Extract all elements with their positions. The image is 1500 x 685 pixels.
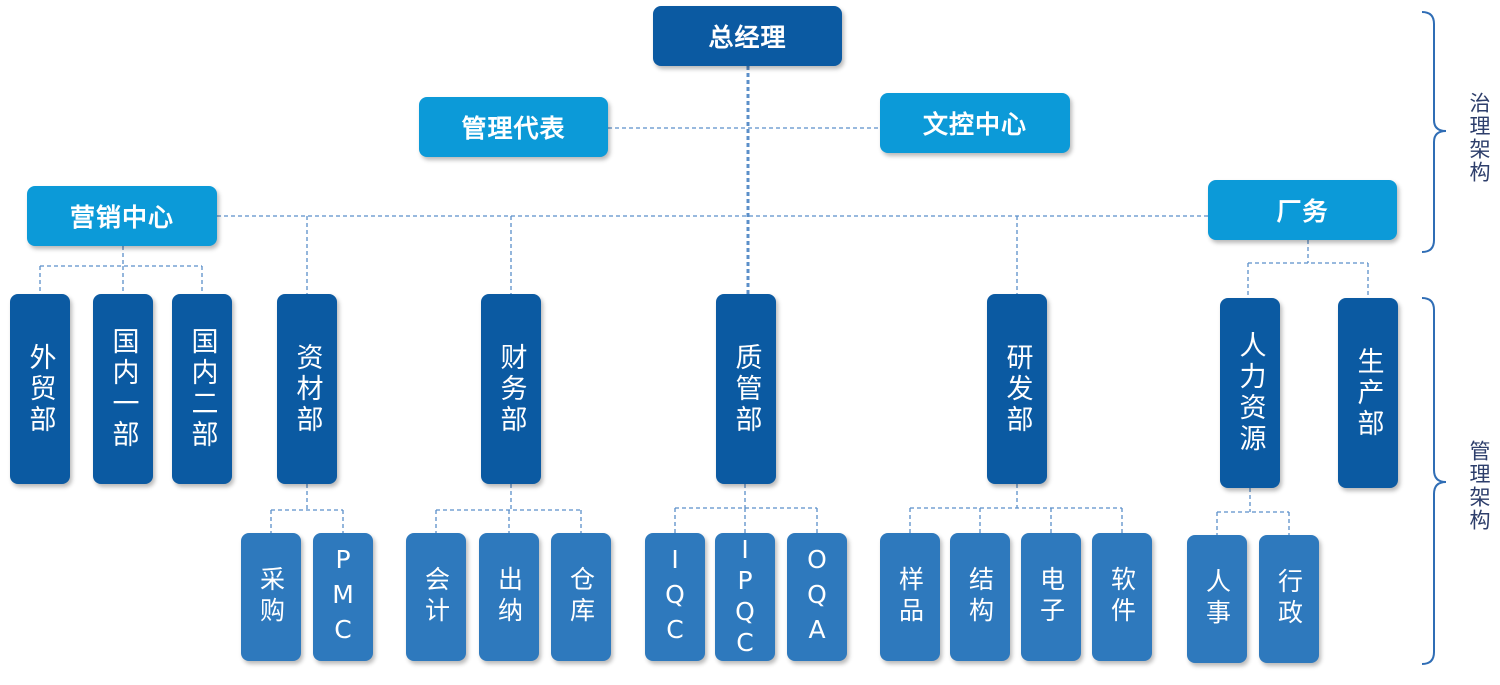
governance-structure-label: 治理架构	[1467, 92, 1491, 184]
domestic-dept-1-box: 国内一部	[93, 294, 153, 484]
marketing-center-box: 营销中心	[27, 186, 217, 246]
general-manager-box: 总经理	[653, 6, 842, 66]
quality-dept-box: 质管部	[716, 294, 776, 484]
ipqc-label: IPQC	[730, 535, 760, 659]
iqc-label: IQC	[660, 544, 690, 650]
factory-affairs-label: 厂务	[1276, 197, 1329, 226]
hr-dept-label: 人力资源	[1234, 331, 1266, 455]
domestic-dept-2-box: 国内二部	[172, 294, 232, 484]
software-label: 软件	[1107, 566, 1137, 628]
iqc-box: IQC	[645, 533, 705, 661]
management-bracket	[1421, 297, 1447, 665]
structure-label: 结构	[965, 566, 995, 628]
management-structure-label: 管理架构	[1467, 440, 1491, 532]
sample-label: 样品	[895, 566, 925, 628]
electronics-box: 电子	[1021, 533, 1081, 661]
document-control-label: 文控中心	[922, 110, 1027, 139]
foreign-trade-dept-label: 外贸部	[24, 342, 56, 436]
oqa-box: OQA	[787, 533, 847, 661]
production-dept-label: 生产部	[1352, 346, 1384, 440]
purchasing-box: 采购	[241, 533, 301, 661]
finance-dept-box: 财务部	[481, 294, 541, 484]
materials-dept-box: 资材部	[277, 294, 337, 484]
materials-dept-label: 资材部	[291, 342, 323, 436]
warehouse-label: 仓库	[566, 566, 596, 628]
sample-box: 样品	[880, 533, 940, 661]
governance-bracket	[1421, 11, 1447, 253]
purchasing-label: 采购	[256, 566, 286, 628]
personnel-box: 人事	[1187, 535, 1247, 663]
management-rep-box: 管理代表	[419, 97, 608, 157]
document-control-box: 文控中心	[880, 93, 1070, 153]
accounting-box: 会计	[406, 533, 466, 661]
domestic-dept-2-label: 国内二部	[186, 327, 218, 451]
finance-dept-label: 财务部	[495, 342, 527, 436]
oqa-label: OQA	[802, 544, 832, 650]
marketing-center-label: 营销中心	[69, 203, 174, 232]
structure-box: 结构	[950, 533, 1010, 661]
quality-dept-label: 质管部	[730, 342, 762, 436]
hr-dept-box: 人力资源	[1220, 298, 1280, 488]
general-manager-label: 总经理	[708, 23, 787, 52]
cashier-box: 出纳	[479, 533, 539, 661]
rnd-dept-label: 研发部	[1001, 342, 1033, 436]
administration-label: 行政	[1274, 568, 1304, 630]
personnel-label: 人事	[1202, 568, 1232, 630]
electronics-label: 电子	[1036, 566, 1066, 628]
production-dept-box: 生产部	[1338, 298, 1398, 488]
cashier-label: 出纳	[494, 566, 524, 628]
domestic-dept-1-label: 国内一部	[107, 327, 139, 451]
pmc-label: PMC	[328, 544, 358, 650]
accounting-label: 会计	[421, 566, 451, 628]
software-box: 软件	[1092, 533, 1152, 661]
rnd-dept-box: 研发部	[987, 294, 1047, 484]
ipqc-box: IPQC	[715, 533, 775, 661]
pmc-box: PMC	[313, 533, 373, 661]
management-rep-label: 管理代表	[461, 114, 566, 143]
factory-affairs-box: 厂务	[1208, 180, 1397, 240]
warehouse-box: 仓库	[551, 533, 611, 661]
administration-box: 行政	[1259, 535, 1319, 663]
foreign-trade-dept-box: 外贸部	[10, 294, 70, 484]
